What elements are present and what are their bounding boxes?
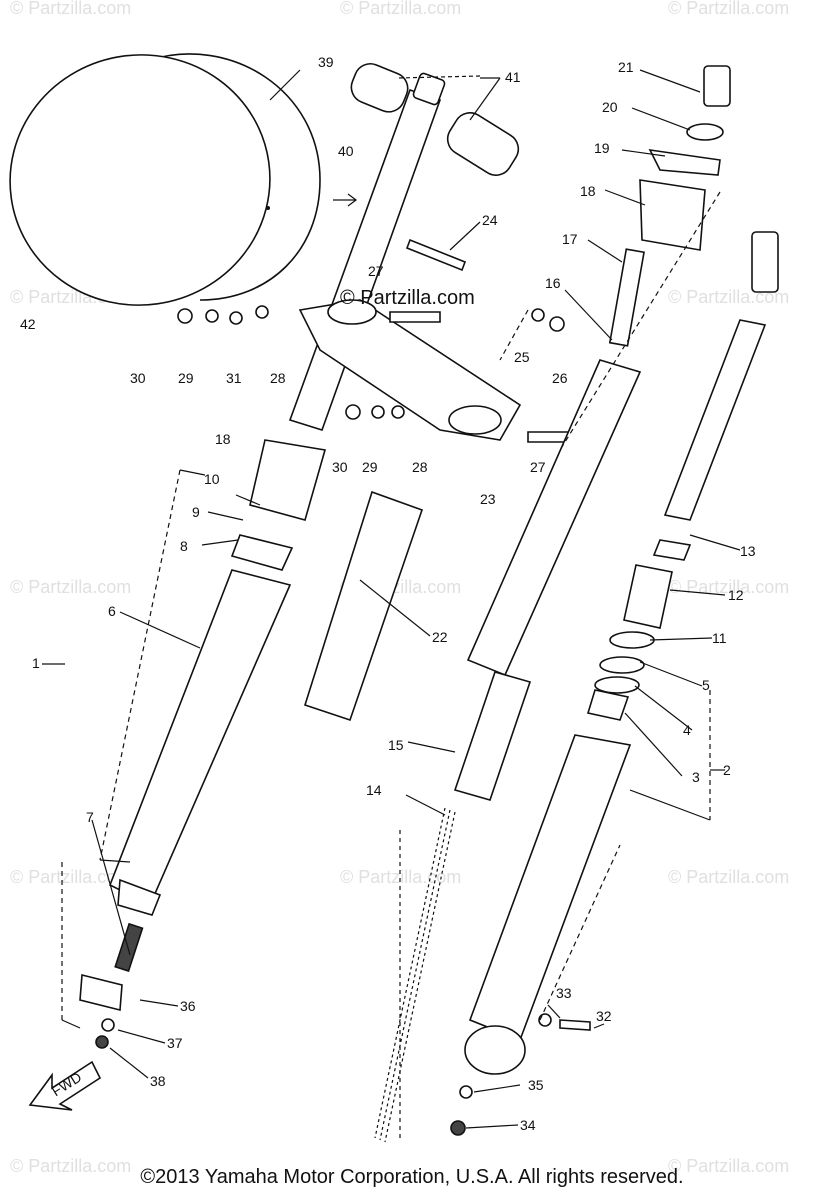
bracket-part xyxy=(298,299,522,441)
watermark: © Partzilla.com xyxy=(340,0,461,18)
headlight-part xyxy=(9,53,321,306)
watermark: © Partzilla.com xyxy=(10,867,131,887)
watermark: © Partzilla.com xyxy=(668,1156,789,1176)
part-label: 39 xyxy=(318,54,334,70)
part-label: 35 xyxy=(528,1077,544,1093)
part-label: 7 xyxy=(86,809,94,825)
part-label: 31 xyxy=(226,370,242,386)
part-label: 1 xyxy=(32,655,40,671)
part-label: 9 xyxy=(192,504,200,520)
part-label: 22 xyxy=(432,629,448,645)
part-label: 21 xyxy=(618,59,634,75)
part-label: 17 xyxy=(562,231,578,247)
part-label: 33 xyxy=(556,985,572,1001)
part-label: 8 xyxy=(180,538,188,554)
part-label: 24 xyxy=(482,212,498,228)
gasket-part xyxy=(446,112,520,176)
part-label: 18 xyxy=(215,431,231,447)
part-label: 29 xyxy=(178,370,194,386)
part-label: 40 xyxy=(338,143,354,159)
watermark: © Partzilla.com xyxy=(668,0,789,18)
hardware-part xyxy=(177,238,579,443)
part-label: 41 xyxy=(505,69,521,85)
part-label: 30 xyxy=(332,459,348,475)
part-label: 2 xyxy=(723,762,731,778)
part-label: 25 xyxy=(514,349,530,365)
copyright-text: ©2013 Yamaha Motor Corporation, U.S.A. A… xyxy=(140,1166,684,1188)
gasket-part xyxy=(350,62,409,113)
part-label: 29 xyxy=(362,459,378,475)
watermark: © Partzilla.com xyxy=(340,867,461,887)
part-labels: 1 2 3 4 5 6 7 8 9 10 11 12 13 14 15 16 1… xyxy=(20,54,756,1133)
part-label: 36 xyxy=(180,998,196,1014)
part-label: 14 xyxy=(366,782,382,798)
part-label: 42 xyxy=(20,316,36,332)
right-fork-part xyxy=(450,231,779,1136)
part-label: 15 xyxy=(388,737,404,753)
part-label: 18 xyxy=(580,183,596,199)
part-label: 10 xyxy=(204,471,220,487)
part-label: 37 xyxy=(167,1035,183,1051)
part-label: 28 xyxy=(270,370,286,386)
part-label: 6 xyxy=(108,603,116,619)
watermark: © Partzilla.com xyxy=(10,0,131,18)
part-label: 13 xyxy=(740,543,756,559)
part-label: 38 xyxy=(150,1073,166,1089)
watermark: © Partzilla.com xyxy=(668,867,789,887)
part-label: 34 xyxy=(520,1117,536,1133)
watermark: © Partzilla.com xyxy=(10,577,131,597)
center-watermark: © Partzilla.com xyxy=(340,287,475,309)
leader-lines xyxy=(42,69,741,1140)
part-label: 30 xyxy=(130,370,146,386)
center-fork-part xyxy=(374,65,731,1143)
part-label: 32 xyxy=(596,1008,612,1024)
fwd-arrow-icon: FWD xyxy=(28,1060,102,1111)
part-label: 16 xyxy=(545,275,561,291)
part-label: 4 xyxy=(683,722,691,738)
part-label: 5 xyxy=(702,677,710,693)
inner-tube-part xyxy=(304,490,424,722)
part-label: 27 xyxy=(368,263,384,279)
watermark: © Partzilla.com xyxy=(10,1156,131,1176)
part-label: 3 xyxy=(692,769,700,785)
part-label: 27 xyxy=(530,459,546,475)
part-label: 19 xyxy=(594,140,610,156)
part-label: 20 xyxy=(602,99,618,115)
part-label: 28 xyxy=(412,459,428,475)
part-label: 23 xyxy=(480,491,496,507)
part-label: 26 xyxy=(552,370,568,386)
arrow-icon xyxy=(333,193,357,207)
part-label: 12 xyxy=(728,587,744,603)
part-label: 11 xyxy=(712,630,727,646)
